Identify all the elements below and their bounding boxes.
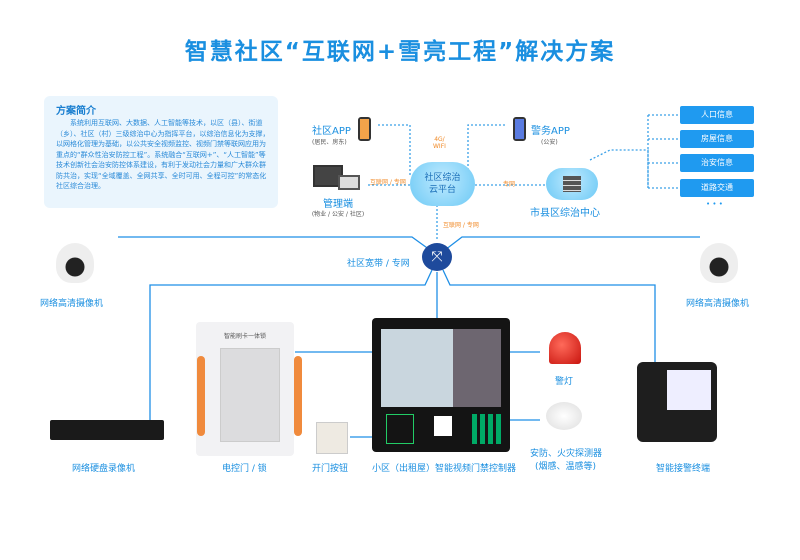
center-label: 市县区综治中心 xyxy=(530,208,600,219)
lock-device: 智能刷卡一体锁 xyxy=(196,322,302,456)
cloud-line2: 云平台 xyxy=(428,185,456,195)
detector-label-2: (烟感、温感等) xyxy=(535,462,597,472)
police-phone-icon xyxy=(513,117,526,141)
alarm-light-icon xyxy=(549,332,581,364)
camera-right-label: 网络高清摄像机 xyxy=(686,299,750,309)
server-icon xyxy=(563,176,581,192)
dvr-icon xyxy=(50,420,164,440)
alarm-label: 警灯 xyxy=(555,377,574,387)
center-cloud xyxy=(546,168,598,200)
lock-panel-label: 智能刷卡一体锁 xyxy=(223,333,266,340)
down-link-label: 互联网 / 专网 xyxy=(443,222,479,229)
alarm-terminal xyxy=(637,362,717,442)
community-app-sub: (居民、房东) xyxy=(312,139,347,146)
intro-text: 系统利用互联网、大数据、人工智能等技术，以区（县）、街道（乡）、社区（村）三级综… xyxy=(56,119,270,190)
lock-label: 电控门 / 锁 xyxy=(222,464,267,474)
page-title: 智慧社区“互联网+雪亮工程”解决方案 xyxy=(184,39,616,65)
dvr-label: 网络硬盘录像机 xyxy=(72,464,136,474)
camera-left-icon xyxy=(56,243,94,283)
cloud-line1: 社区综治 xyxy=(424,173,461,183)
camera-left-label: 网络高清摄像机 xyxy=(40,299,104,309)
exit-button-icon xyxy=(316,422,348,454)
admin-link-label: 互联网 / 专网 xyxy=(370,179,406,186)
info-item-security: 治安信息 xyxy=(680,154,754,172)
intro-panel: 方案简介 系统利用互联网、大数据、人工智能等技术，以区（县）、街道（乡）、社区（… xyxy=(44,96,278,208)
phone-app-icon xyxy=(358,117,371,141)
info-item-housing: 房屋信息 xyxy=(680,130,754,148)
detector-icon xyxy=(546,402,582,430)
community-app-label: 社区APP xyxy=(312,126,351,137)
broadband-label: 社区宽带 / 专网 xyxy=(347,259,410,269)
info-item-population: 人口信息 xyxy=(680,106,754,124)
admin-sub: (物业 / 公安 / 社区) xyxy=(311,211,365,218)
admin-label: 管理端 xyxy=(323,199,353,210)
cloud-platform: 社区综治云平台 xyxy=(410,162,475,206)
router-icon: ⤧ xyxy=(422,243,452,271)
controller-label: 小区（出租屋）智能视频门禁控制器 xyxy=(372,464,517,474)
info-item-traffic: 道路交通 xyxy=(680,179,754,197)
police-app-sub: (公安) xyxy=(541,139,558,146)
terminal-label: 智能接警终端 xyxy=(656,464,711,474)
access-controller xyxy=(372,318,510,452)
detector-label-1: 安防、火灾探测器 xyxy=(530,449,603,459)
wifi-link-label: 4G/ WIFI xyxy=(433,136,446,150)
private-link-label: 专网 xyxy=(503,181,516,188)
laptop-icon xyxy=(338,175,360,190)
police-app-label: 警务APP xyxy=(531,126,570,137)
intro-heading: 方案简介 xyxy=(56,106,96,117)
exit-button-label: 开门按钮 xyxy=(312,464,349,474)
more-dots: • • • xyxy=(706,200,723,208)
camera-right-icon xyxy=(700,243,738,283)
